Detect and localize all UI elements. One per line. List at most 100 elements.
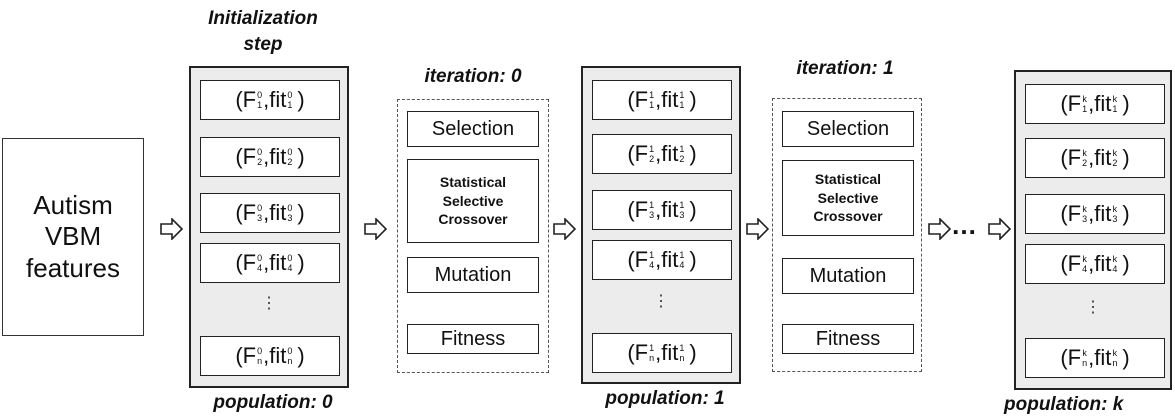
item-close: )	[689, 247, 697, 272]
generation-superscript: k	[1112, 148, 1118, 158]
generation-superscript: 1	[649, 250, 655, 260]
generation-superscript: k	[1082, 94, 1087, 104]
generation-superscript: 0	[287, 203, 293, 213]
individual-subscript: 4	[649, 260, 655, 270]
initialization-step-label: Initialization step	[178, 6, 348, 58]
generation-superscript: 0	[257, 253, 263, 263]
item-prefix: (F	[1060, 145, 1082, 170]
input-features-box: Autism VBM features	[2, 138, 144, 336]
individual-subscript: n	[287, 356, 293, 366]
item-prefix: (F	[627, 340, 649, 365]
item-prefix: (F	[1060, 201, 1082, 226]
flow-arrow-icon	[988, 218, 1012, 240]
item-close: )	[689, 197, 697, 222]
iteration-label-1: iteration: 1	[796, 58, 894, 79]
init-label-line2: step	[243, 34, 283, 55]
init-label-line1: Initialization	[208, 8, 318, 29]
vertical-dots: ⋮	[653, 293, 669, 310]
individual-subscript: 1	[649, 100, 655, 110]
flow-arrow-icon	[746, 218, 770, 240]
generation-superscript: 1	[649, 200, 655, 210]
item-fit: ,fit	[655, 197, 679, 222]
generation-superscript: 1	[649, 144, 655, 154]
generation-superscript: 1	[679, 144, 685, 154]
input-line-3: features	[26, 252, 120, 283]
generation-superscript: k	[1112, 254, 1118, 264]
individual-subscript: 3	[1082, 214, 1088, 224]
item-fit: ,fit	[1088, 91, 1112, 116]
generation-superscript: k	[1082, 254, 1087, 264]
item-prefix: (F	[1060, 251, 1082, 276]
item-close: )	[1122, 345, 1130, 370]
crossover-line-1: Statistical	[814, 170, 882, 187]
crossover-line-3: Crossover	[438, 211, 508, 228]
flow-arrow-icon	[553, 218, 577, 240]
vertical-dots: ⋮	[1085, 299, 1101, 316]
individual-subscript: n	[649, 353, 655, 363]
item-prefix: (F	[627, 87, 649, 112]
generation-superscript: 0	[287, 90, 293, 100]
individual-subscript: n	[1082, 358, 1088, 368]
individual-subscript: 3	[1112, 214, 1118, 224]
generation-superscript: 0	[257, 90, 263, 100]
item-close: )	[297, 250, 305, 275]
individual-subscript: 2	[679, 154, 685, 164]
generation-superscript: 0	[257, 147, 263, 157]
input-line-2: VBM	[44, 221, 102, 252]
vertical-dots: ⋮	[261, 295, 277, 312]
individual-subscript: n	[257, 356, 263, 366]
item-close: )	[297, 343, 305, 368]
individual-subscript: 4	[257, 263, 263, 273]
population-label-0: population: 0	[213, 392, 333, 413]
item-prefix: (F	[235, 200, 257, 225]
item-prefix: (F	[235, 144, 257, 169]
item-fit: ,fit	[655, 247, 679, 272]
flow-arrow-icon	[928, 218, 952, 240]
item-fit: ,fit	[263, 87, 287, 112]
individual-subscript: 2	[1112, 158, 1118, 168]
individual-subscript: 3	[257, 213, 263, 223]
generation-superscript: 1	[679, 343, 685, 353]
input-line-1: Autism	[33, 190, 113, 221]
flow-arrow-icon	[364, 218, 388, 240]
individual-subscript: 1	[1112, 104, 1118, 114]
individual-subscript: 4	[679, 260, 685, 270]
iteration-box-0: Selection Statistical Selective Crossove…	[397, 99, 549, 373]
individual-subscript: 2	[649, 154, 655, 164]
item-close: )	[297, 200, 305, 225]
individual-subscript: 2	[1082, 158, 1088, 168]
population-label-1: population: 1	[605, 388, 725, 409]
selection-box: Selection	[782, 111, 914, 147]
individual-subscript: 1	[679, 100, 685, 110]
item-fit: ,fit	[655, 340, 679, 365]
item-prefix: (F	[235, 250, 257, 275]
generation-superscript: 0	[287, 346, 293, 356]
item-prefix: (F	[235, 87, 257, 112]
generation-superscript: 1	[679, 200, 685, 210]
item-close: )	[1122, 201, 1130, 226]
individual-subscript: 3	[649, 210, 655, 220]
item-fit: ,fit	[655, 141, 679, 166]
